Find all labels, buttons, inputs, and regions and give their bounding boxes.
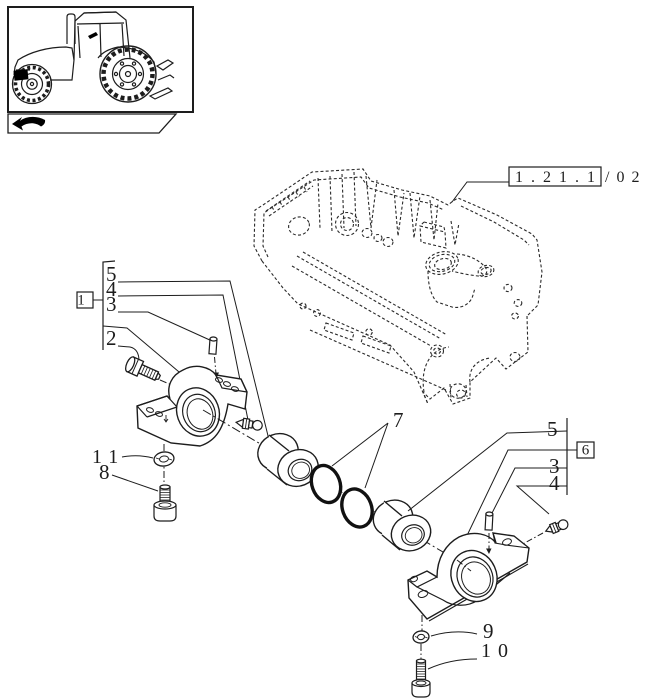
- zerk-right-centerline: [520, 532, 544, 546]
- leader-7: [331, 422, 389, 489]
- reference-code: 1.21.1: [515, 169, 603, 186]
- part-location-marker: [13, 69, 29, 81]
- cap-screw-10: [411, 658, 431, 698]
- right-callout-group: [407, 418, 595, 547]
- callout-2: 2: [106, 326, 117, 350]
- hex-bolt-2: [124, 356, 162, 382]
- dowel-pin-3-right: [484, 511, 494, 531]
- tractor-thumbnail: [7, 6, 194, 113]
- callout-4-left: 4: [106, 277, 117, 301]
- callout-3-right: 3: [549, 454, 560, 478]
- reference-leader-line: [451, 181, 509, 203]
- callout-box-1: 1: [77, 293, 85, 309]
- callout-box-6: 6: [582, 443, 590, 459]
- callout-10: 10: [481, 640, 515, 662]
- section-reference-callout[interactable]: 1.21.1 /02: [451, 166, 646, 203]
- front-tire-tread: [13, 65, 51, 103]
- grease-fitting-4-left: [234, 417, 263, 431]
- thumbnail-frame: [7, 6, 194, 113]
- left-support-bracket: [136, 365, 248, 447]
- right-support-bracket: [407, 532, 530, 622]
- leader-assembly-6: [461, 449, 567, 547]
- nav-arrow-panel: [7, 113, 178, 134]
- reference-code-box: [508, 166, 602, 187]
- leader-3-left: [118, 311, 213, 342]
- return-arrow-icon: [12, 116, 46, 131]
- grease-fitting-4-right: [544, 519, 569, 535]
- pin-3-right-arrow: [486, 548, 492, 554]
- tractor-icon: [11, 11, 175, 105]
- bushing-5-right: [372, 499, 432, 552]
- washer-9: [412, 630, 430, 644]
- callout-7: 7: [393, 408, 404, 432]
- left-group-bracket: [102, 260, 116, 350]
- callout-3-left: 3: [106, 292, 117, 316]
- o-ring-7a: [309, 463, 343, 505]
- callout-5-left: 5: [106, 262, 117, 286]
- leader-5-left: [117, 280, 272, 449]
- leader-3-right: [489, 467, 567, 518]
- right-support-bore: [450, 549, 498, 603]
- cast-arrow-mark: [163, 415, 169, 423]
- cap-screw-8: [153, 484, 177, 522]
- leader-4-right: [515, 485, 567, 515]
- leader-9: [430, 631, 478, 637]
- callout-5-right: 5: [547, 417, 558, 441]
- reference-suffix: /02: [605, 169, 646, 186]
- rear-tire-tread: [101, 47, 155, 101]
- pin-3-left-centerline: [214, 356, 217, 375]
- callout-8: 8: [99, 460, 110, 484]
- callout-11: 11: [92, 446, 125, 468]
- leader-assembly-1: [102, 325, 186, 378]
- leader-11: [121, 455, 154, 459]
- axis-into-right-bore: [456, 559, 472, 572]
- steering-mark: [88, 32, 98, 39]
- o-ring-7b: [340, 487, 374, 529]
- leader-10: [427, 658, 478, 670]
- callout-4-right: 4: [549, 471, 560, 495]
- callout-9: 9: [483, 619, 494, 643]
- leader-8: [111, 474, 159, 492]
- washer-11: [153, 451, 175, 467]
- pin-3-left-arrow: [213, 372, 219, 378]
- bushing-5-left: [257, 432, 319, 488]
- leader-5-right: [407, 430, 568, 512]
- leader-2: [117, 345, 140, 362]
- right-group-box: [576, 441, 595, 459]
- housing-phantom: [253, 168, 543, 405]
- dowel-pin-3-left: [208, 336, 218, 355]
